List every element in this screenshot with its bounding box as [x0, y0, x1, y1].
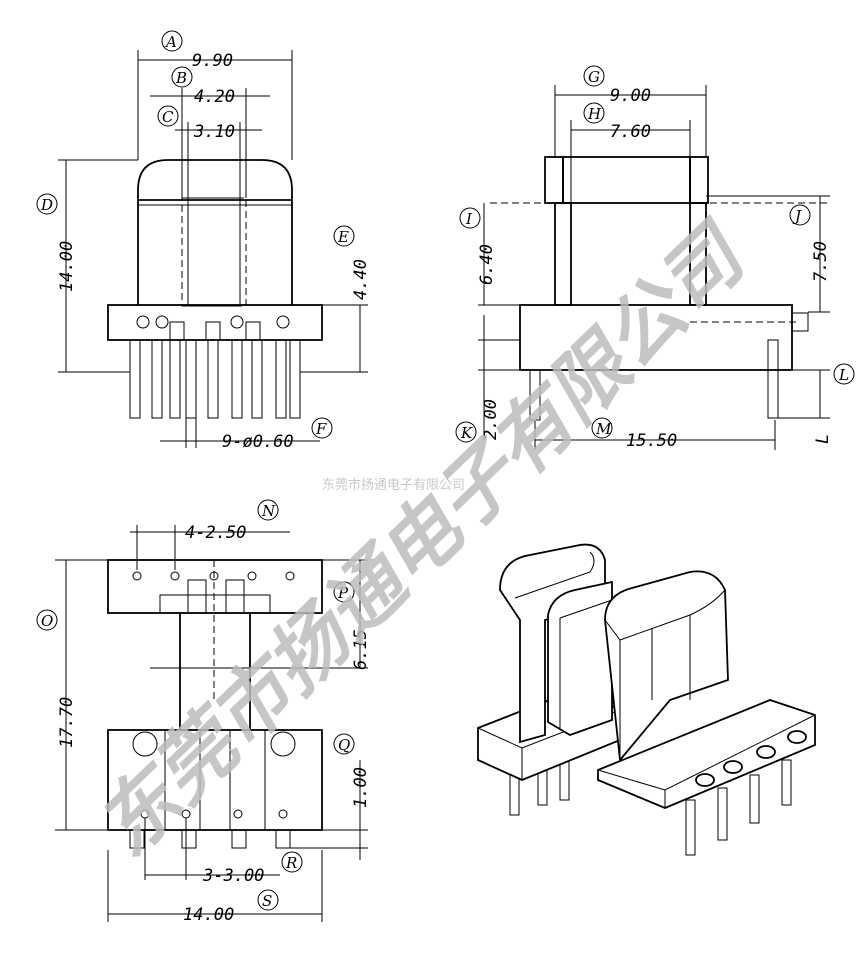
label-I: I — [465, 210, 473, 228]
label-R: R — [285, 854, 297, 872]
label-L: L — [838, 366, 849, 384]
side-view: G 9.00 H 7.60 I 6.40 J 7.50 K 2.00 L — [455, 65, 855, 451]
side-base — [519, 304, 793, 371]
bottom-view: 4-2.50 N O 17.70 P 6.15 Q 1.00 3-3.00 R — [36, 499, 371, 925]
dim-F: 9-ø0.60 — [222, 432, 294, 452]
dim-B: 4.20 — [194, 87, 235, 107]
dim-S: 14.00 — [183, 905, 234, 925]
dim-N: 4-2.50 — [185, 523, 246, 543]
dim-K: 2.00 — [481, 399, 501, 440]
dim-Q: 1.00 — [351, 767, 371, 808]
label-D: D — [40, 196, 53, 214]
dim-L: L — [813, 434, 833, 444]
label-A: A — [164, 33, 177, 51]
label-K: K — [460, 424, 473, 442]
dim-I: 6.40 — [477, 244, 497, 285]
dim-P: 6.15 — [351, 629, 371, 670]
label-C: C — [162, 108, 174, 126]
label-F: F — [315, 420, 327, 438]
dim-J: 7.50 — [811, 241, 831, 282]
label-O: O — [41, 612, 53, 630]
watermark-small: 东莞市扬通电子有限公司 — [322, 477, 465, 493]
label-G: G — [588, 68, 600, 86]
front-view: A 9.90 B 4.20 C 3.10 D 14.00 E 4.40 9-ø0 — [36, 30, 371, 452]
label-N: N — [261, 502, 276, 520]
front-pins — [129, 339, 301, 419]
isometric-view — [477, 543, 816, 856]
label-H: H — [587, 105, 602, 123]
dim-O: 17.70 — [57, 697, 77, 748]
label-S: S — [262, 892, 272, 910]
dim-R: 3-3.00 — [202, 866, 264, 886]
label-J: J — [792, 207, 802, 225]
label-B: B — [175, 69, 187, 87]
dim-E: 4.40 — [351, 259, 371, 300]
dim-H: 7.60 — [610, 122, 651, 142]
dim-G: 9.00 — [610, 86, 651, 106]
dim-A: 9.90 — [192, 51, 233, 71]
dim-D: 14.00 — [57, 241, 77, 292]
label-M: M — [595, 420, 612, 438]
label-E: E — [337, 228, 349, 246]
dim-C: 3.10 — [193, 122, 235, 142]
label-P: P — [337, 584, 349, 602]
iso-bosses — [695, 730, 807, 787]
label-Q: Q — [338, 736, 350, 754]
iso-pins — [685, 759, 792, 856]
front-bobbin-top — [137, 159, 293, 305]
dim-M: 15.50 — [626, 431, 677, 451]
